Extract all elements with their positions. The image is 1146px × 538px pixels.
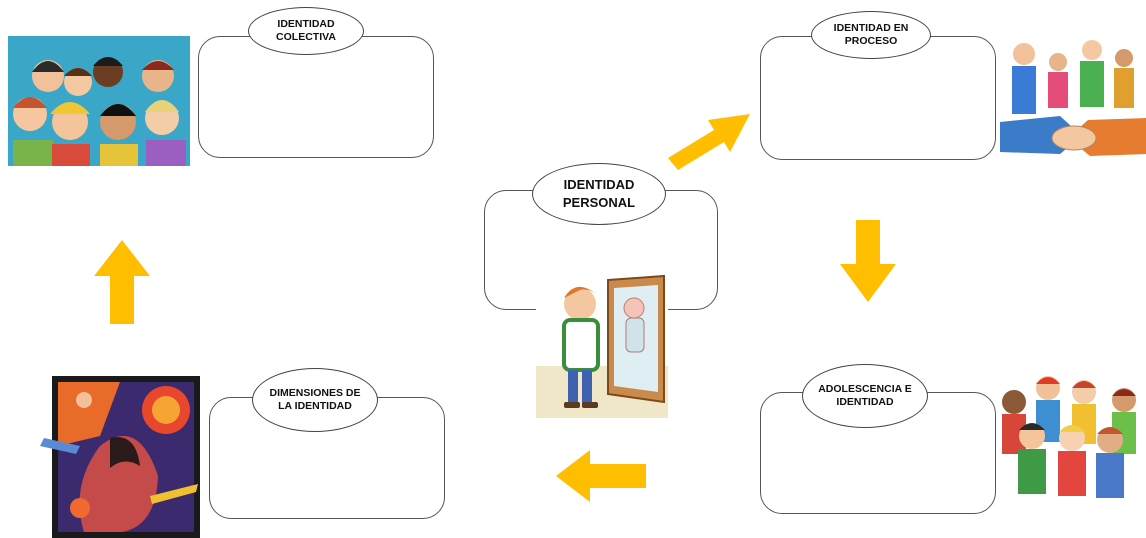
identidad-colectiva-box — [198, 36, 434, 158]
identidad-personal-label: IDENTIDAD PERSONAL — [532, 163, 666, 225]
identidad-en-proceso-label: IDENTIDAD EN PROCESO — [811, 11, 931, 59]
arrow-down-icon — [840, 220, 896, 302]
arrow-left-icon — [556, 450, 646, 502]
identidad-colectiva-label: IDENTIDAD COLECTIVA — [248, 7, 364, 55]
adolescencia-identidad-label: ADOLESCENCIA E IDENTIDAD — [802, 364, 928, 428]
arrow-up-icon — [94, 240, 150, 324]
group-of-kids-image — [996, 372, 1144, 504]
group-of-children-image — [8, 36, 190, 166]
arrow-up-right-icon — [668, 114, 750, 170]
dimensiones-identidad-label: DIMENSIONES DE LA IDENTIDAD — [252, 368, 378, 432]
abstract-art-image — [40, 376, 202, 538]
boy-mirror-image — [536, 270, 668, 418]
family-handshake-image — [1000, 36, 1146, 164]
